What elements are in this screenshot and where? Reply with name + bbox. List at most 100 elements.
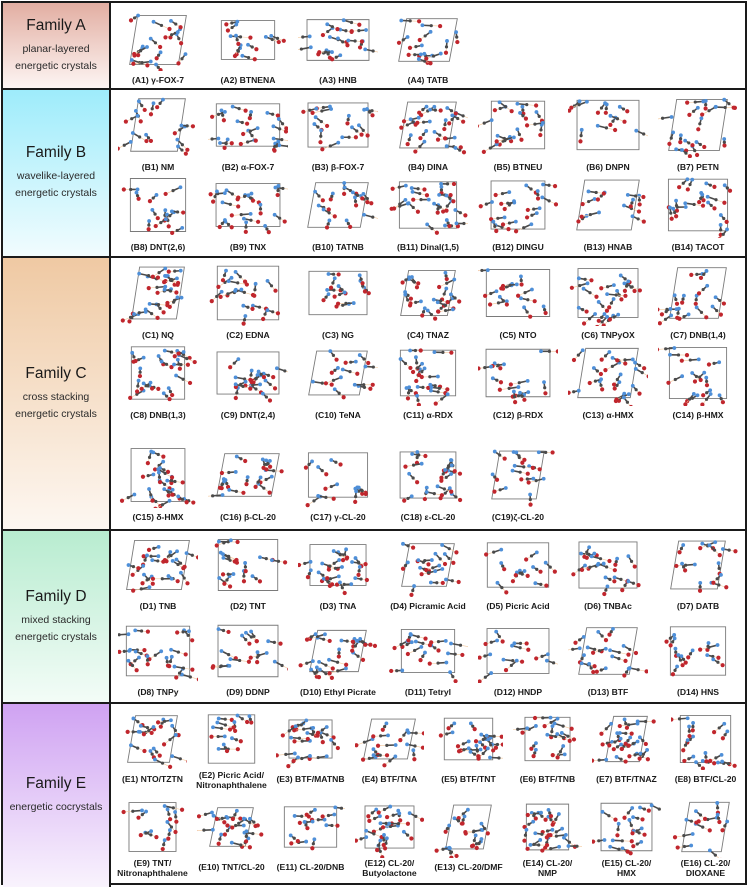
crystal-structure-icon <box>214 538 288 591</box>
crystal-structure-icon <box>513 715 577 762</box>
structure-caption: (D3) TNA <box>319 601 357 611</box>
structure-caption: (D7) DATB <box>676 601 720 611</box>
crystal-structure-icon <box>478 348 558 405</box>
structure-caption: (E13) CL-20/DMF <box>434 862 503 872</box>
crystal-structure-icon <box>276 718 340 769</box>
family-title: Family C <box>25 364 87 382</box>
crystal-structure-icon <box>208 453 284 498</box>
crystal-structure-icon <box>571 541 641 597</box>
family-d-structures: (D1) TNB(D2) TNT(D3) TNA(D4) Picramic Ac… <box>111 531 745 702</box>
family-description-line1: planar-layered <box>22 42 90 55</box>
structure-caption: (C18) ε-CL-20 <box>400 512 456 522</box>
structure-panel: (B1) NM <box>115 92 201 172</box>
structure-panel: (B7) PETN <box>655 92 741 172</box>
structure-caption: (B12) DINGU <box>492 242 544 252</box>
structure-panel: (C10) TeNA <box>295 340 381 420</box>
crystal-structure-icon <box>569 268 642 326</box>
crystal-structure-icon <box>389 181 468 235</box>
structure-caption: (C6) TNPyOX <box>581 330 635 340</box>
structure-panel: (C14) β-HMX <box>655 340 741 420</box>
crystal-structure-icon <box>522 803 582 853</box>
structure-caption: (B10) TATNB <box>312 242 364 252</box>
crystal-structure-icon <box>672 801 730 858</box>
structure-caption: (C5) NTO <box>499 330 537 340</box>
structure-caption: (E6) BTF/TNB <box>519 774 576 784</box>
crystal-structure-icon <box>283 805 345 851</box>
crystal-structure-icon <box>128 13 188 71</box>
structure-caption: (E10) TNT/CL-20 <box>198 862 265 872</box>
structure-panel: (E9) TNT/ Nitronaphthalene <box>115 796 190 878</box>
structure-caption: (B14) TACOT <box>671 242 725 252</box>
structure-panel: (C17) γ-CL-20 <box>295 442 381 522</box>
structure-caption: (C19)ζ-CL-20 <box>491 512 545 522</box>
structure-caption: (B9) TNX <box>229 242 267 252</box>
structure-caption: (C9) DNT(2,4) <box>220 410 276 420</box>
structure-caption: (B1) NM <box>141 162 175 172</box>
crystal-structure-icon <box>658 346 728 406</box>
structure-panel: (D7) DATB <box>655 533 741 611</box>
structure-caption: (D4) Picramic Acid <box>390 601 466 611</box>
structure-panel: (C6) TNPyOX <box>565 260 651 340</box>
crystal-structure-icon <box>478 180 558 234</box>
structure-panel: (B10) TATNB <box>295 172 381 252</box>
family-description-line1: energetic cocrystals <box>9 801 103 813</box>
structure-panel: (E8) BTF/CL-20 <box>668 708 743 784</box>
crystal-structure-icon <box>399 101 468 155</box>
crystal-structure-icon <box>301 102 378 152</box>
crystal-structure-icon <box>308 270 371 316</box>
structure-panel: (D3) TNA <box>295 533 381 611</box>
structure-caption: (B6) DNPN <box>586 162 630 172</box>
structure-caption: (D12) HNDP <box>493 687 543 697</box>
structure-caption: (A1) γ-FOX-7 <box>131 75 185 85</box>
structure-panel: (C12) β-RDX <box>475 340 561 420</box>
family-description-line1: cross stacking <box>22 390 90 403</box>
structure-panel: (D8) TNPy <box>115 619 201 697</box>
structure-panel: (C19)ζ-CL-20 <box>475 442 561 522</box>
structure-caption: (D11) Tetryl <box>404 687 452 697</box>
structure-panel: (D6) TNBAc <box>565 533 651 611</box>
structure-panel: (B12) DINGU <box>475 172 561 252</box>
crystal-structure-icon <box>197 807 264 850</box>
structure-panel: (B2) α-FOX-7 <box>205 92 291 172</box>
crystal-structure-icon <box>434 804 492 858</box>
family-a-structures: (A1) γ-FOX-7(A2) BTNENA(A3) HNB(A4) TATB <box>111 3 745 88</box>
structure-caption: (C8) DNB(1,3) <box>130 410 186 420</box>
family-title: Family D <box>25 587 87 605</box>
crystal-structure-icon <box>658 97 738 158</box>
structure-caption: (B2) α-FOX-7 <box>221 162 275 172</box>
crystal-structure-icon <box>118 97 196 156</box>
structure-caption: (C3) NG <box>322 330 354 340</box>
crystal-structure-icon <box>355 718 424 768</box>
structure-caption: (B5) BTNEU <box>493 162 543 172</box>
crystal-structure-icon <box>592 802 661 856</box>
structure-caption: (D10) Ethyl Picrate <box>300 687 376 697</box>
crystal-structure-icon <box>576 179 646 231</box>
crystal-structure-icon <box>664 626 727 677</box>
structure-caption: (C2) EDNA <box>226 330 270 340</box>
structure-panel: (C3) NG <box>295 260 381 340</box>
crystal-structure-icon <box>670 540 738 593</box>
family-description-line2: energetic crystals <box>15 407 97 420</box>
crystal-structure-icon <box>568 347 648 406</box>
structure-caption: (A2) BTNENA <box>220 75 276 85</box>
structure-panel: (D4) Picramic Acid <box>385 533 471 611</box>
structure-panel: (C8) DNB(1,3) <box>115 340 201 420</box>
family-description-line2: energetic crystals <box>15 187 97 199</box>
crystal-structure-icon <box>568 626 648 678</box>
family-title: Family A <box>26 16 86 34</box>
structure-panel: (B8) DNT(2,6) <box>115 172 201 252</box>
family-e-structures: (E1) NTO/TZTN(E2) Picric Acid/ Nitronaph… <box>111 704 745 887</box>
crystal-structure-icon <box>478 268 551 319</box>
family-c-row: Family C cross stacking energetic crystals… <box>3 258 745 531</box>
crystal-structure-icon <box>400 541 461 597</box>
crystal-structure-icon <box>207 713 256 764</box>
structure-panel: (B3) β-FOX-7 <box>295 92 381 172</box>
crystal-structure-icon <box>119 448 196 508</box>
crystal-structure-icon <box>121 802 185 852</box>
crystal-structure-icon <box>303 452 369 508</box>
structure-panel: (D11) Tetryl <box>385 619 471 697</box>
family-b-structures: (B1) NM(B2) α-FOX-7(B3) β-FOX-7(B4) DINA… <box>111 90 745 256</box>
structure-panel: (E6) BTF/TNB <box>510 708 585 784</box>
